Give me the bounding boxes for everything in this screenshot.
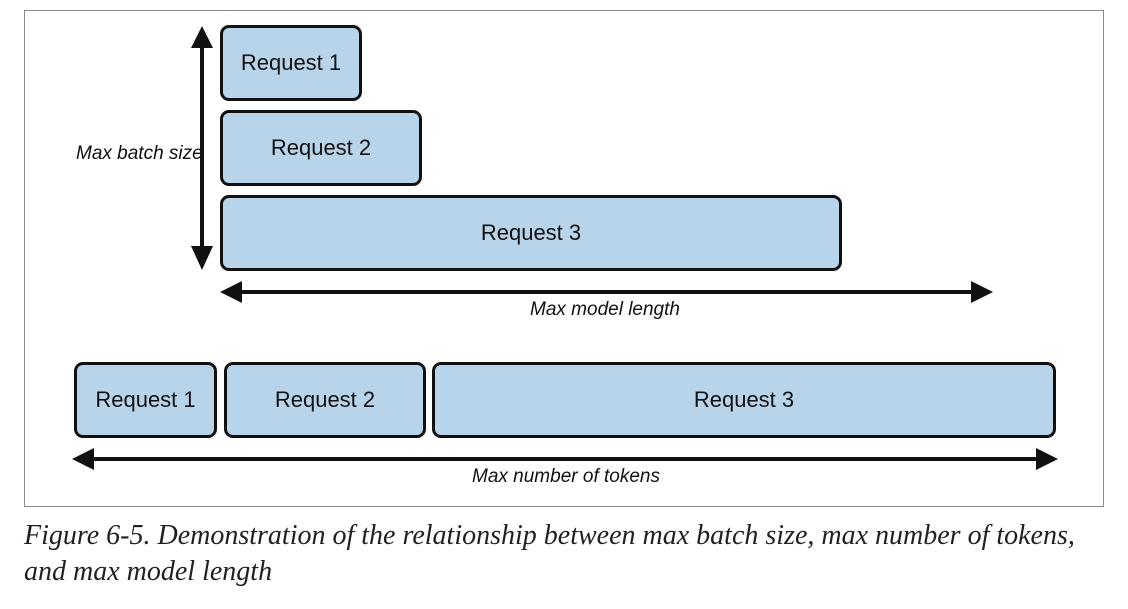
diagram-frame — [24, 10, 1104, 507]
top-request-1-box: Request 1 — [220, 25, 362, 101]
bottom-request-1-box: Request 1 — [74, 362, 217, 438]
max-model-length-arrow — [220, 281, 993, 303]
max-batch-size-arrow — [191, 26, 213, 270]
max-model-length-label: Max model length — [530, 299, 680, 320]
top-request-3-box: Request 3 — [220, 195, 842, 271]
figure-caption: Figure 6-5. Demonstration of the relatio… — [24, 520, 1075, 587]
bottom-request-2-box: Request 2 — [224, 362, 426, 438]
max-number-of-tokens-label: Max number of tokens — [472, 466, 660, 487]
bottom-request-3-box: Request 3 — [432, 362, 1056, 438]
max-batch-size-label: Max batch size — [76, 143, 203, 164]
top-request-2-box: Request 2 — [220, 110, 422, 186]
max-number-of-tokens-arrow — [72, 448, 1058, 470]
